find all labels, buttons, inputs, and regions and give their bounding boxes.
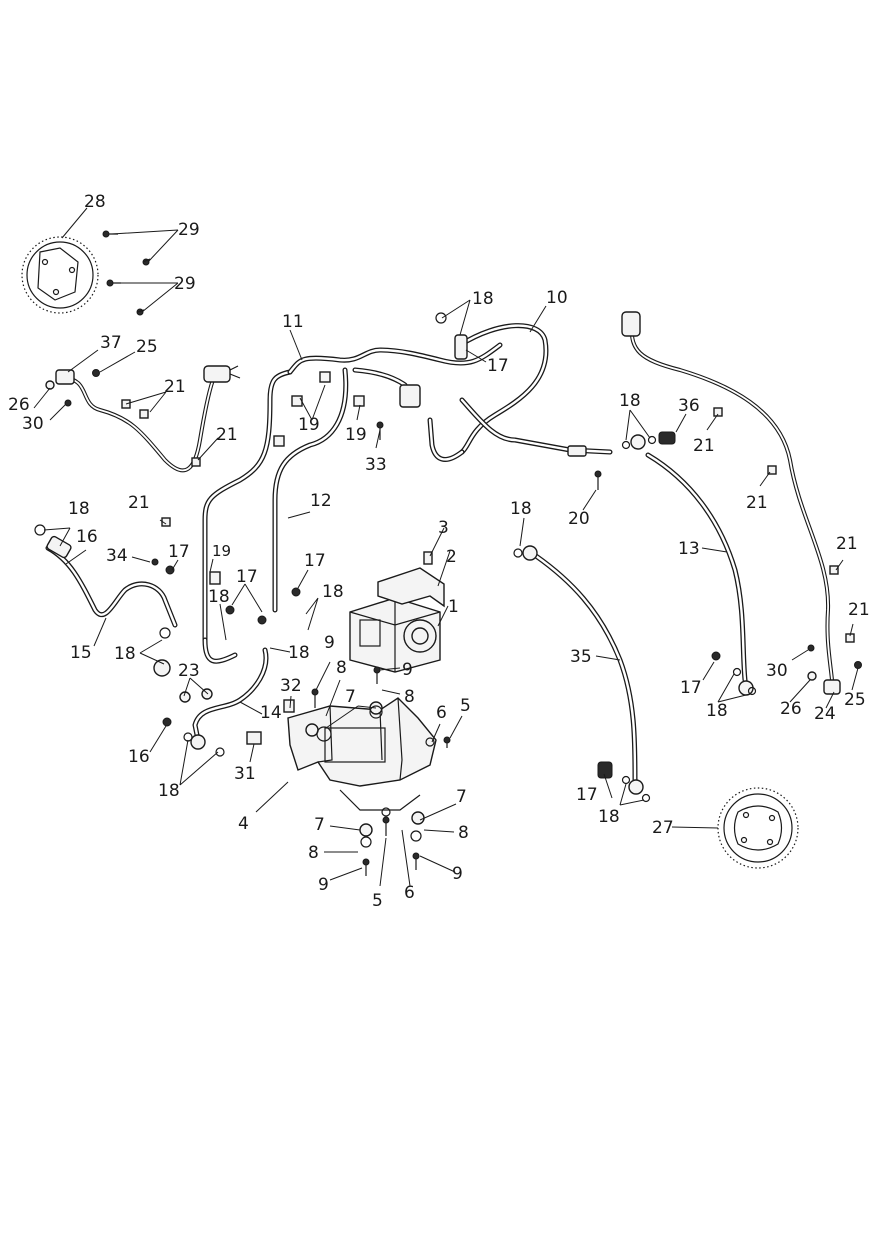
callout-21: 21 (836, 534, 858, 554)
fasteners (121, 371, 855, 876)
callout-24: 24 (814, 704, 836, 724)
callout-7: 7 (456, 787, 467, 807)
callout-8: 8 (336, 658, 347, 678)
callout-25: 25 (136, 337, 158, 357)
callout-18: 18 (619, 391, 641, 411)
modulator-mounting-bracket (246, 697, 437, 837)
callout-18: 18 (114, 644, 136, 664)
callout-9: 9 (452, 864, 463, 884)
callout-19: 19 (212, 542, 231, 560)
callout-18: 18 (706, 701, 728, 721)
callout-20: 20 (568, 509, 590, 529)
callout-18: 18 (510, 499, 532, 519)
hose-15 (34, 524, 178, 677)
callout-8: 8 (458, 823, 469, 843)
leader-lines (33, 207, 859, 887)
callout-29: 29 (178, 220, 200, 240)
callout-9: 9 (324, 633, 335, 653)
callout-18: 18 (158, 781, 180, 801)
callout-4: 4 (238, 814, 249, 834)
callout-27: 27 (652, 818, 674, 838)
callout-29: 29 (174, 274, 196, 294)
callout-2: 2 (446, 547, 457, 567)
callout-21: 21 (216, 425, 238, 445)
callout-23: 23 (178, 661, 200, 681)
callout-37: 37 (100, 333, 122, 353)
callout-21: 21 (746, 493, 768, 513)
callout-5: 5 (460, 696, 471, 716)
callout-18: 18 (322, 582, 344, 602)
hose-13 (621, 431, 757, 696)
callout-8: 8 (404, 687, 415, 707)
modulator-bracket (377, 551, 445, 608)
callout-19: 19 (345, 425, 367, 445)
hose-35 (513, 545, 651, 803)
callout-15: 15 (70, 643, 92, 663)
callout-18: 18 (68, 499, 90, 519)
callout-26: 26 (8, 395, 30, 415)
reluctor-ring-screws (102, 230, 151, 316)
callout-16: 16 (128, 747, 150, 767)
callout-16: 16 (76, 527, 98, 547)
callout-1: 1 (448, 597, 459, 617)
callout-17: 17 (236, 567, 258, 587)
callout-33: 33 (365, 455, 387, 475)
abs-modulator (349, 597, 441, 673)
callout-9: 9 (402, 660, 413, 680)
callout-11: 11 (282, 312, 304, 332)
rear-abs-sensor-harness (621, 311, 862, 695)
callout-30: 30 (22, 414, 44, 434)
callout-18: 18 (208, 587, 230, 607)
callout-6: 6 (404, 883, 415, 903)
callout-18: 18 (472, 289, 494, 309)
callout-30: 30 (766, 661, 788, 681)
callout-12: 12 (310, 491, 332, 511)
callout-3: 3 (438, 518, 449, 538)
callout-5: 5 (372, 891, 383, 911)
hose-14 (179, 637, 269, 757)
callout-26: 26 (780, 699, 802, 719)
front-abs-sensor-harness (45, 365, 241, 473)
callout-35: 35 (570, 647, 592, 667)
callout-28: 28 (84, 192, 106, 212)
callout-6: 6 (436, 703, 447, 723)
callout-21: 21 (693, 436, 715, 456)
callout-18: 18 (598, 807, 620, 827)
callout-17: 17 (304, 551, 326, 571)
callout-21: 21 (128, 493, 150, 513)
callout-32: 32 (280, 676, 302, 696)
callout-25: 25 (844, 690, 866, 710)
callout-17: 17 (680, 678, 702, 698)
callout-13: 13 (678, 539, 700, 559)
callout-36: 36 (678, 396, 700, 416)
front-abs-reluctor-ring (21, 236, 99, 314)
callout-21: 21 (164, 377, 186, 397)
callout-34: 34 (106, 546, 128, 566)
front-brake-hoses (202, 312, 613, 643)
callout-21: 21 (848, 600, 870, 620)
callout-7: 7 (345, 687, 356, 707)
callout-labels: 28 29 29 37 25 26 30 21 21 11 19 19 33 1… (8, 192, 870, 911)
callout-17: 17 (487, 356, 509, 376)
callout-8: 8 (308, 843, 319, 863)
callout-31: 31 (234, 764, 256, 784)
callout-9: 9 (318, 875, 329, 895)
callout-17: 17 (168, 542, 190, 562)
rear-abs-reluctor-ring (717, 787, 799, 869)
callout-14: 14 (260, 703, 282, 723)
callout-17: 17 (576, 785, 598, 805)
callout-18: 18 (288, 643, 310, 663)
callout-7: 7 (314, 815, 325, 835)
callout-10: 10 (546, 288, 568, 308)
callout-19: 19 (298, 415, 320, 435)
